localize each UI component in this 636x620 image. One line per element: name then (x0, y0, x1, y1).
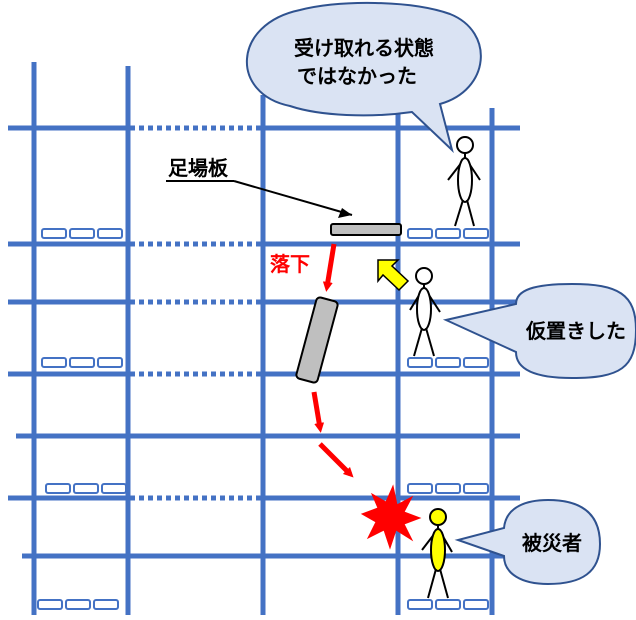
worker-middle (409, 267, 441, 357)
bubble-middle-text: 仮置きした (525, 319, 626, 343)
bubble-middle: 仮置きした (442, 282, 636, 380)
fall-arrows (311, 243, 354, 478)
fall-label: 落下 (270, 252, 310, 276)
plank-placed (330, 223, 402, 236)
plank-label: 足場板 (166, 156, 353, 218)
impact-burst (360, 484, 422, 550)
bubble-bottom-text: 被災者 (522, 531, 582, 555)
bubble-top-line2: ではなかった (297, 64, 417, 88)
worker-top (447, 136, 481, 227)
scaffold-ledgers-dotted (130, 125, 398, 501)
plank-falling (295, 296, 339, 384)
bubble-top: 受け取れる状態 ではなかった (245, 1, 482, 154)
plank-label-text: 足場板 (168, 156, 229, 180)
place-arrow (377, 259, 410, 292)
scaffold-standards (31, 62, 495, 615)
scaffold-ledgers (8, 125, 520, 559)
bubble-bottom: 被災者 (454, 498, 602, 586)
worker-victim (421, 508, 453, 599)
scaffold-boards (37, 228, 489, 610)
bubble-top-line1: 受け取れる状態 (294, 36, 434, 60)
